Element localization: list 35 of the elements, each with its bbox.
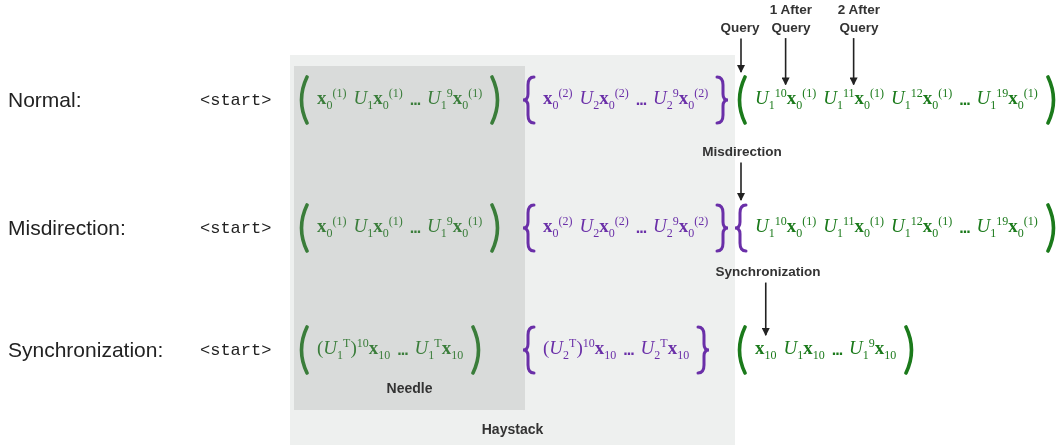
math-term: (U$_{1}$$^{T}$)$^{10}$x$_{10}$ xyxy=(317,336,391,364)
pointer-label: 2 After Query xyxy=(828,1,890,37)
arrow xyxy=(737,37,745,73)
ellipsis: ... xyxy=(635,91,647,109)
region-label: Haystack xyxy=(480,421,545,437)
row-label: Misdirection: xyxy=(8,216,126,240)
pointer-label: Synchronization xyxy=(698,263,838,281)
start-token: <start> xyxy=(200,340,272,360)
arrow xyxy=(737,161,745,201)
ellipsis: ... xyxy=(409,219,421,237)
arrow xyxy=(849,37,858,86)
arrow xyxy=(781,37,790,86)
math-term: U$_{1}$$^{9}$x$_{10}$ xyxy=(849,336,897,364)
ellipsis: ... xyxy=(959,219,970,237)
row-label: Normal: xyxy=(8,88,82,112)
ellipsis: ... xyxy=(409,91,421,109)
ellipsis: ... xyxy=(397,341,408,359)
math-term: (U$_{2}$$^{T}$)$^{10}$x$_{10}$ xyxy=(543,336,617,364)
needle-region xyxy=(294,66,525,410)
math-term: U$_{1}$$^{T}$x$_{10}$ xyxy=(414,336,464,364)
math-term: U$_{2}$$^{T}$x$_{10}$ xyxy=(640,336,690,364)
ellipsis: ... xyxy=(831,341,843,359)
arrow xyxy=(761,281,770,337)
start-token: <start> xyxy=(200,218,272,238)
pointer-label: Misdirection xyxy=(687,143,797,161)
ellipsis: ... xyxy=(959,91,970,109)
math-term: x$_{10}$ xyxy=(755,337,777,363)
math-term: U$_{1}$x$_{10}$ xyxy=(783,337,825,363)
curly-brace xyxy=(734,202,748,254)
ellipsis: ... xyxy=(635,219,647,237)
pointer-label: 1 After Query xyxy=(760,1,822,37)
row-label: Synchronization: xyxy=(8,338,164,362)
start-token: <start> xyxy=(200,90,272,110)
ellipsis: ... xyxy=(623,341,634,359)
region-label: Needle xyxy=(385,380,434,396)
